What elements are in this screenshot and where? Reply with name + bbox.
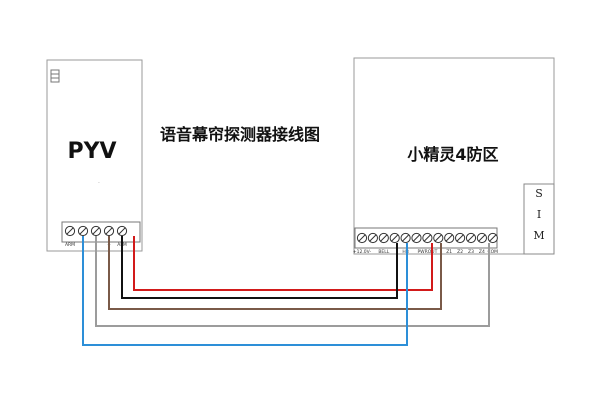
left-terminal-slot-3: [92, 227, 100, 235]
right-terminal-slot-12: [478, 234, 486, 242]
right-terminal-label-9: Z1: [446, 249, 452, 255]
right-terminal-slot-2: [369, 234, 377, 242]
right-terminal-slot-4: [391, 234, 399, 242]
left-terminal-label-1: ARM: [65, 242, 75, 248]
right-terminal-slot-10: [456, 234, 464, 242]
right-terminal-slot-9: [445, 234, 453, 242]
right-device-box: [353, 57, 555, 255]
right-terminal-slot-3: [380, 234, 388, 242]
left-device-mark: ·: [98, 180, 100, 187]
wire-brown: [108, 236, 442, 310]
sim-slot: [523, 183, 555, 255]
right-terminal-slot-5: [402, 234, 409, 242]
left-terminal-slot-5: [118, 227, 126, 235]
led-icon: [50, 69, 60, 83]
right-terminal-slot-6: [413, 234, 420, 242]
right-terminal-slot-7: [424, 234, 431, 242]
right-terminal-slot-11: [467, 234, 475, 242]
right-terminal-group: [356, 232, 498, 244]
wire-red: [133, 236, 433, 291]
right-terminal-label-12: Z4: [479, 249, 485, 255]
right-terminal-label-1: +12.0V-: [353, 249, 372, 255]
left-device-label: PYV: [67, 139, 116, 164]
right-terminal-label-13: COM: [488, 249, 499, 255]
right-terminal-label-3: BELL: [378, 249, 389, 255]
wire-group: [82, 236, 490, 346]
left-terminal-slot-1: [66, 227, 74, 235]
left-terminal-slot-2: [79, 227, 87, 235]
right-terminal-label-5: HB: [402, 249, 408, 255]
left-device-box: [46, 59, 143, 252]
right-terminal-slot-8: [434, 234, 442, 242]
right-terminal-label-10: Z2: [457, 249, 463, 255]
left-terminal-slot-4: [105, 227, 113, 235]
wire-blue: [82, 236, 408, 346]
left-terminal-group: [64, 225, 128, 237]
right-terminal-label-7: PWROUT: [417, 249, 437, 255]
diagram-title: 语音幕帘探测器接线图: [160, 125, 320, 144]
right-device-label: 小精灵4防区: [407, 145, 498, 164]
wire-gray: [95, 236, 490, 327]
right-terminal-label-11: Z3: [468, 249, 474, 255]
right-terminal-slot-13: [489, 234, 497, 242]
right-terminal-slot-1: [358, 234, 366, 242]
wire-black: [121, 236, 398, 299]
